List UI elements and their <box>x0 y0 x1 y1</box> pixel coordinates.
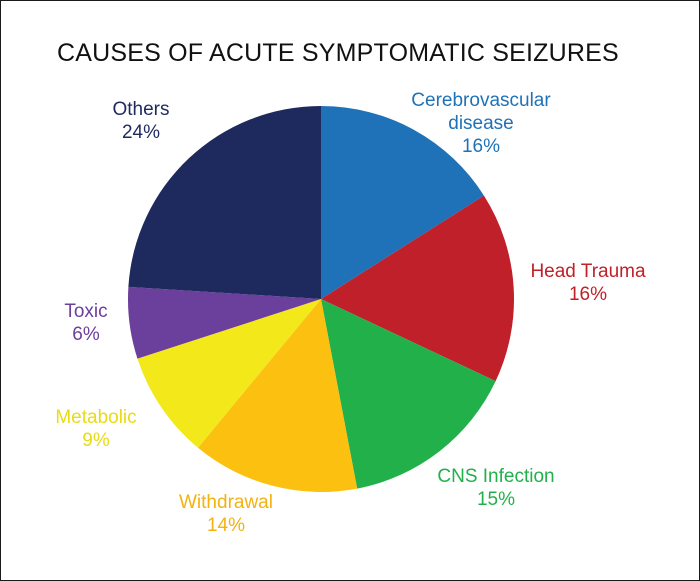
slice-value: 16% <box>568 284 608 305</box>
slice-name: Metabolic <box>55 407 137 428</box>
label-cns-infection: CNS Infection 15% <box>421 465 571 511</box>
slice-name-line-1: Cerebrovascular <box>411 90 551 111</box>
slice-value: 6% <box>72 324 100 345</box>
pie-slice-cns-infection <box>321 299 496 489</box>
slice-name: Toxic <box>64 301 108 322</box>
chart-title: CAUSES OF ACUTE SYMPTOMATIC SEIZURES <box>57 39 619 67</box>
slice-name: Head Trauma <box>530 261 646 282</box>
pie-slice-metabolic <box>137 299 321 448</box>
pie-slice-others <box>128 106 321 299</box>
slice-value: 24% <box>121 122 161 143</box>
pie-slice-toxic <box>127 286 321 359</box>
slice-value: 16% <box>461 136 501 157</box>
label-withdrawal: Withdrawal 14% <box>156 491 296 537</box>
slice-name-line-2: disease <box>448 113 514 134</box>
slice-value: 15% <box>476 489 516 510</box>
label-metabolic: Metabolic 9% <box>36 406 156 452</box>
slice-name: Withdrawal <box>179 492 273 513</box>
slice-name: Others <box>112 99 170 120</box>
slice-value: 9% <box>82 430 110 451</box>
pie-slice-cerebrovascular-disease <box>321 106 484 299</box>
slice-value: 14% <box>206 515 246 536</box>
label-head-trauma: Head Trauma 16% <box>513 260 663 306</box>
pie-slice-head-trauma <box>321 195 515 382</box>
label-cerebrovascular-disease: Cerebrovascular disease 16% <box>401 89 561 158</box>
label-toxic: Toxic 6% <box>46 300 126 346</box>
pie-slice-withdrawal <box>197 299 358 492</box>
slice-name: CNS Infection <box>437 466 555 487</box>
label-others: Others 24% <box>86 98 196 144</box>
